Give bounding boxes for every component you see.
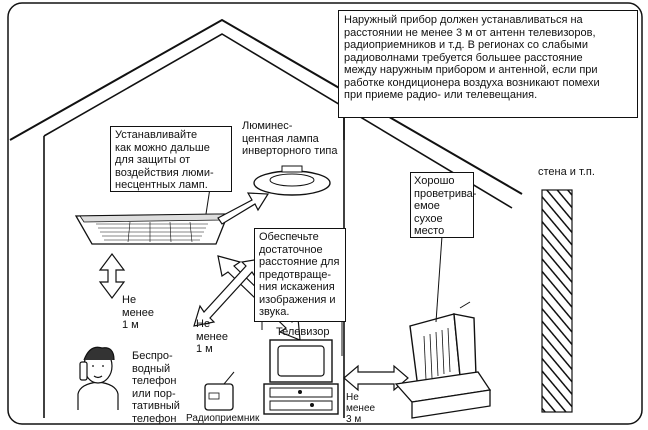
- wall-label: стена и т.п.: [538, 166, 595, 178]
- arrow-to-lamp-icon: [217, 192, 270, 225]
- phone-label: Беспро- водный телефон или пор- тативный…: [132, 350, 180, 425]
- min-1m-left-label: Не менее 1 м: [122, 294, 154, 331]
- indoor-unit-icon: [74, 213, 229, 245]
- radio-icon: [204, 371, 235, 411]
- distance-note: Обеспечьте достаточное расстояние для пр…: [254, 228, 346, 322]
- fluorescent-lamp-icon: [253, 165, 331, 196]
- horizontal-arrow-3m-icon: [343, 364, 409, 392]
- radio-label: Радиоприемник: [186, 413, 260, 424]
- tv-icon: [263, 339, 339, 415]
- notice-box: Наружный прибор должен устанавливаться н…: [338, 10, 638, 118]
- outdoor-unit-icon: [394, 301, 492, 419]
- wall-hatched-icon: [541, 189, 573, 413]
- diagonal-arrow-to-radio-icon: [193, 257, 268, 327]
- min-3m-label: Не менее 3 м: [346, 392, 376, 425]
- ventilated-place-note: Хорошо проветрива- емое сухое место: [410, 172, 476, 238]
- tv-label: Телевизор: [276, 326, 330, 338]
- min-1m-mid-label: Не менее 1 м: [196, 318, 228, 355]
- house-roof: [9, 18, 523, 195]
- person-phone-icon: [77, 346, 119, 410]
- house-roof-inner: [43, 33, 513, 209]
- outer-frame: [7, 2, 643, 425]
- vertical-distance-arrow-icon: [98, 253, 126, 299]
- install-far-note: Устанавливайте как можно дальше для защи…: [110, 126, 232, 192]
- lamp-label: Люминес- центная лампа инверторного типа: [242, 120, 338, 157]
